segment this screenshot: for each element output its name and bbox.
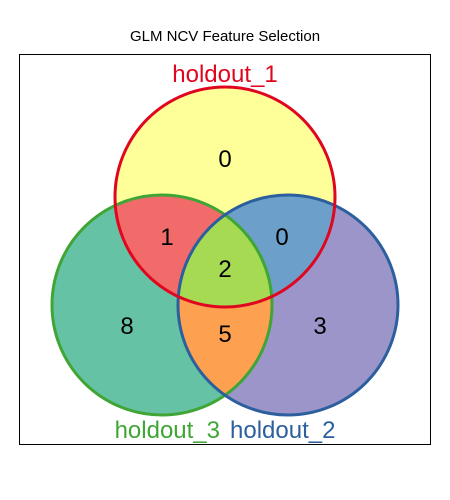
holdout-1-label: holdout_1	[172, 61, 277, 88]
count-holdout-1-holdout-3: 1	[160, 224, 173, 251]
holdout-2-circle-outline	[176, 193, 400, 417]
holdout-3-label: holdout_3	[115, 417, 220, 444]
count-only-holdout-3: 8	[120, 313, 133, 340]
count-holdout-2-holdout-3: 5	[218, 321, 231, 348]
all-three-overlap	[178, 195, 272, 307]
figure-title: GLM NCV Feature Selection	[130, 28, 320, 45]
holdout-1-circle-outline	[113, 85, 337, 309]
count-only-holdout-1: 0	[218, 146, 231, 173]
count-only-holdout-2: 3	[313, 313, 326, 340]
region-counts: 0 1 0 2 8 5 3	[120, 146, 326, 348]
set-labels: holdout_1 holdout_3 holdout_2	[115, 61, 336, 444]
holdout-3-circle-outline	[50, 193, 274, 417]
holdout-2-label: holdout_2	[230, 417, 335, 444]
count-holdout-1-holdout-2: 0	[275, 224, 288, 251]
set-outlines	[50, 85, 400, 417]
count-all-three: 2	[218, 256, 231, 283]
plot-border	[19, 54, 431, 445]
